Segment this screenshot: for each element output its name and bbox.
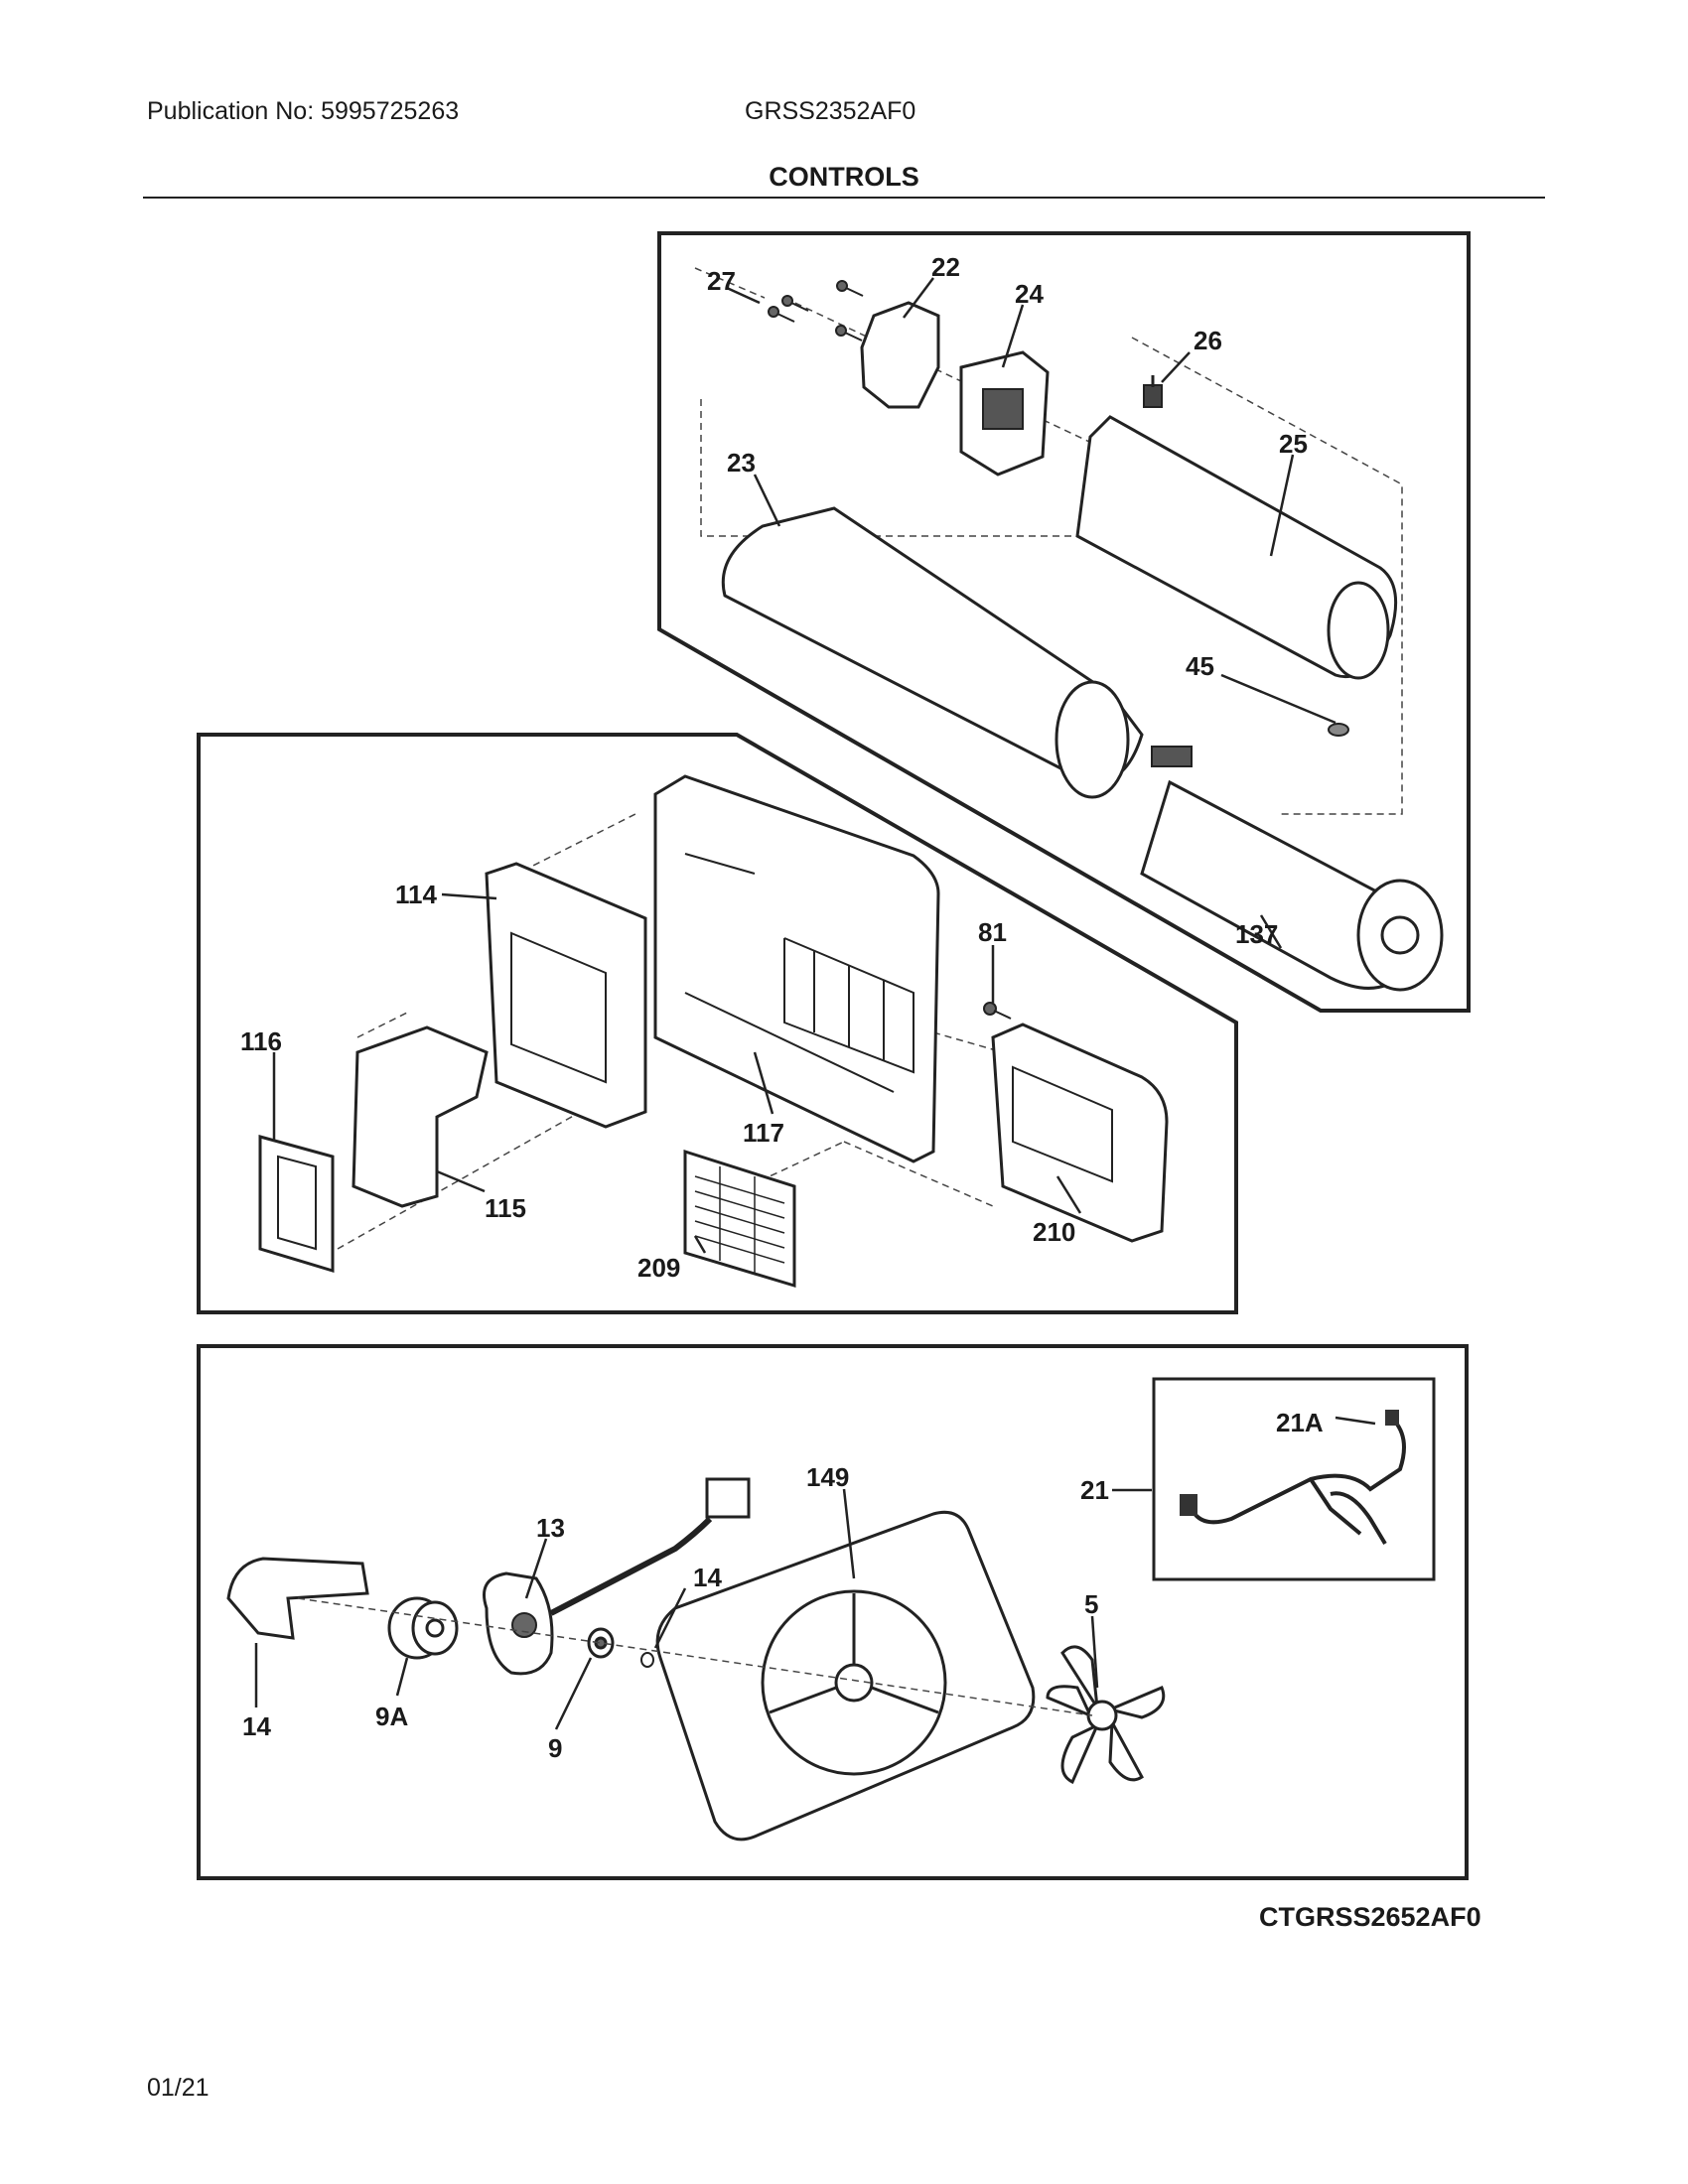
air-filter-cover-210-slot [1012,1065,1113,1183]
callout-45: 45 [1186,651,1214,681]
motor-wire-harness-icon [549,1516,713,1616]
callout-23: 23 [727,448,756,478]
washer-icon [1328,723,1349,737]
dispenser-cover-114-recess [510,931,607,1084]
callout-209: 209 [637,1253,680,1283]
callout-14-bracket: 14 [242,1711,271,1741]
callout-14-washer: 14 [693,1563,722,1592]
fan-shroud-ring [761,1589,947,1776]
dispenser-housing-panel [197,733,1238,1314]
filter-cover-opening [1055,680,1130,799]
control-housing-115-icon [352,1025,489,1208]
valve-bracket-icon [860,301,940,409]
water-filter-panel [657,231,1471,1013]
harness-inset-panel [1152,1377,1436,1581]
bypass-plug-icon [1143,375,1163,408]
valve-fitting-icon [982,388,1024,430]
callout-9: 9 [548,1733,562,1763]
grommet-9a-icon [387,1596,459,1660]
motor-bracket-14-icon [226,1557,369,1640]
callout-24: 24 [1015,279,1044,309]
page-title: CONTROLS [769,162,919,192]
wire-harness-21-icon [1190,1420,1406,1546]
callout-13: 13 [536,1513,565,1543]
fan-blade-5-icon [1046,1645,1166,1785]
callout-9a: 9A [375,1702,408,1731]
harness-connector-icon [1180,1494,1197,1516]
filter-cap-logo [1380,915,1420,955]
callout-21: 21 [1080,1475,1109,1505]
callout-114: 114 [395,880,437,909]
callout-81: 81 [978,917,1007,947]
header-rule [143,197,1545,199]
callout-26: 26 [1194,326,1222,355]
harness-connector-icon [1385,1410,1399,1426]
callout-5: 5 [1084,1589,1098,1619]
model-number: GRSS2352AF0 [745,97,916,125]
housing-frame-ribs [684,853,914,1093]
bezel-116-icon [258,1135,335,1274]
bezel-116-window [277,1155,317,1251]
catalog-code: CTGRSS2652AF0 [1259,1902,1481,1932]
motor-connector-icon [705,1477,751,1519]
callout-117: 117 [743,1118,784,1148]
callout-labels: 27 22 24 26 25 23 45 137 114 81 116 117 … [240,252,1324,1763]
fan-assembly-panel [197,1344,1469,1880]
filter-head-housing-icon [1075,415,1398,679]
washer-14-icon [640,1652,654,1668]
screw-icon [768,280,864,341]
page-date: 01/21 [147,2074,210,2102]
callout-210: 210 [1033,1217,1075,1247]
air-filter-cover-210-icon [991,1023,1169,1243]
callout-27: 27 [707,266,736,296]
air-filter-209-icon [683,1149,796,1289]
callout-22: 22 [931,252,960,282]
filter-cartridge-end-cap [1356,879,1444,992]
nut-9-icon [587,1627,615,1659]
callout-leaders [254,277,1376,1730]
publication-number: Publication No: 5995725263 [147,97,460,125]
filter-inlet-stem-icon [1151,746,1193,767]
dispenser-housing-frame-icon [653,774,940,1163]
callout-25: 25 [1279,429,1308,459]
callout-149: 149 [806,1462,849,1492]
callout-116: 116 [240,1026,282,1056]
callout-21a: 21A [1276,1408,1324,1437]
callout-115: 115 [485,1193,526,1223]
fan-motor-shaft [511,1612,537,1638]
callout-137: 137 [1235,919,1278,949]
filter-head-opening [1327,581,1390,680]
air-filter-grille [694,1166,785,1273]
fan-axis-guide [297,1597,1093,1716]
fan-shroud-spokes [769,1593,939,1714]
screw-81-icon [983,1002,1012,1020]
